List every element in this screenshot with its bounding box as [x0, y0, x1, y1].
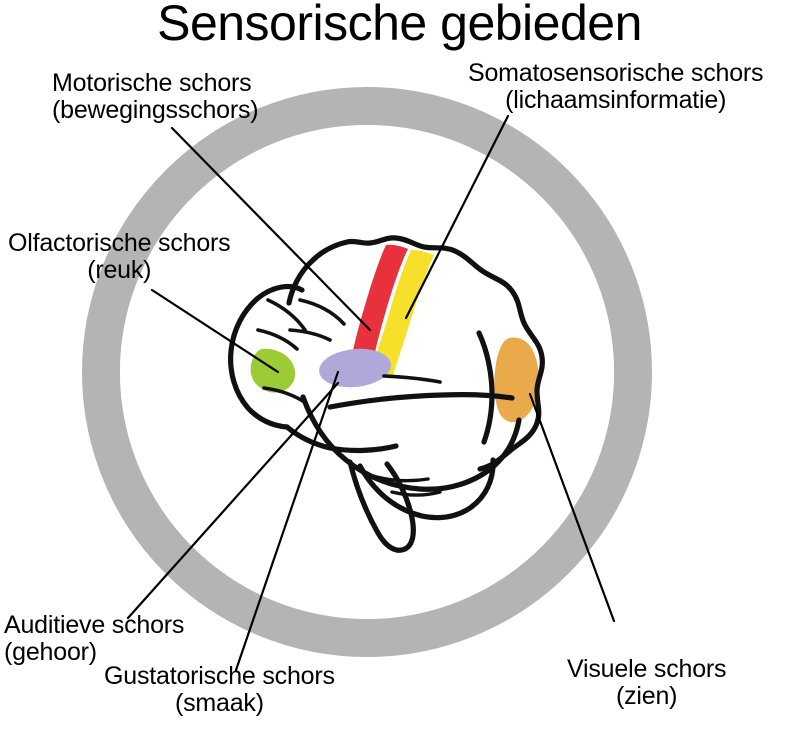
leader-line-visual	[528, 392, 616, 623]
leader-line-somatosensory	[404, 114, 510, 320]
label-somato-line2: (lichaamsinformatie)	[505, 85, 727, 114]
cerebrum-fill	[273, 236, 543, 470]
label-motor-line2: (bewegingsschors)	[52, 95, 259, 124]
frontal-sulcus-1	[266, 298, 307, 332]
label-olfactory-line2: (reuk)	[87, 255, 152, 284]
cerebral-sulcus-1	[298, 298, 346, 326]
cerebellum-fold-2	[390, 490, 442, 497]
label-somato-line1: Somatosensorische schors	[468, 59, 764, 87]
label-auditory-line2: (gehoor)	[4, 637, 97, 666]
motor-cortex-region	[349, 244, 408, 382]
frontal-sulcus-3	[262, 386, 308, 405]
label-visuele-schors: Visuele schors (zien)	[567, 655, 727, 710]
temporal-lobe-outline	[300, 394, 522, 492]
cerebellum-outline	[357, 457, 496, 521]
leader-lines	[126, 114, 616, 672]
somatosensory-cortex-region	[370, 250, 434, 378]
label-auditory-line1: Auditieve schors	[4, 611, 185, 639]
olfactory-cortex-region	[250, 348, 296, 393]
label-motorische-schors: Motorische schors (bewegingsschors)	[52, 69, 259, 124]
page-title: Sensorische gebieden	[157, 0, 642, 51]
leader-line-auditory	[126, 381, 340, 620]
grey-ring-backdrop	[82, 87, 652, 657]
label-gustatory-line2: (smaak)	[174, 688, 264, 717]
label-auditieve-schors: Auditieve schors (gehoor)	[4, 612, 184, 665]
visual-cortex-region	[494, 337, 539, 423]
label-visual-line1: Visuele schors	[567, 655, 727, 683]
leader-line-motor	[170, 126, 372, 332]
label-olfactorische-schors: Olfactorische schors (reuk)	[8, 229, 231, 284]
cerebral-sulcus-2	[288, 328, 332, 342]
leader-line-gustatory	[234, 370, 340, 672]
label-motor-line1: Motorische schors	[52, 69, 252, 97]
label-gustatory-line1: Gustatorische schors	[104, 662, 335, 690]
leader-line-olfactory	[150, 288, 280, 374]
frontal-sulcus-2	[256, 328, 299, 351]
label-visual-line2: (zien)	[616, 681, 678, 710]
cerebrum-outline	[286, 235, 545, 472]
frontal-lobe-outline	[228, 283, 305, 430]
brainstem-outline	[347, 459, 416, 553]
label-gustatorische-schors: Gustatorische schors (smaak)	[104, 663, 335, 716]
lateral-sulcus	[327, 392, 515, 410]
label-somatosensorische-schors: Somatosensorische schors (lichaamsinform…	[468, 59, 764, 114]
label-olfactory-line1: Olfactorische schors	[8, 229, 231, 257]
cerebral-sulcus-3	[382, 374, 442, 384]
